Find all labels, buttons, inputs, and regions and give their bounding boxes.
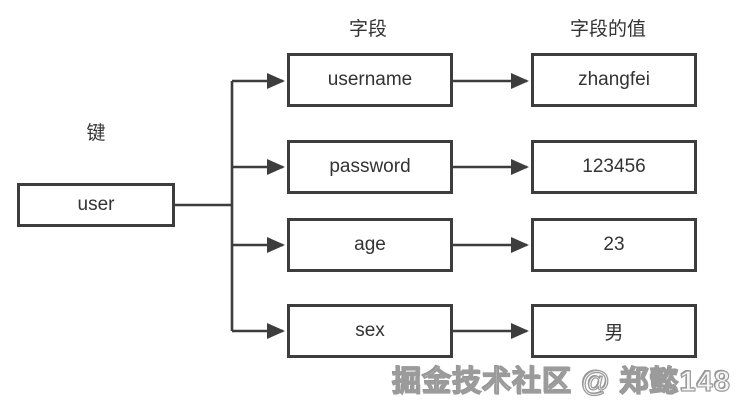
value-box-label: 23 [603, 234, 625, 255]
value-box-123456: 123456 [531, 140, 697, 194]
field-box-username: username [287, 53, 453, 107]
value-box-male: 男 [531, 304, 697, 358]
value-box-label: 男 [604, 322, 624, 344]
field-box-label: username [327, 69, 413, 90]
field-box-age: age [287, 218, 453, 272]
value-box-zhangfei: zhangfei [531, 53, 697, 107]
value-box-23: 23 [531, 218, 697, 272]
value-box-label: zhangfei [578, 69, 650, 90]
value-column-header: 字段的值 [569, 19, 646, 40]
field-box-label: password [329, 156, 411, 177]
key-box-label: user [77, 194, 115, 215]
key-label: 键 [86, 123, 106, 144]
key-box: user [17, 183, 175, 227]
field-box-label: age [354, 234, 386, 255]
value-box-label: 123456 [582, 156, 646, 177]
field-box-label: sex [355, 320, 385, 341]
field-box-sex: sex [287, 304, 453, 358]
field-column-header: 字段 [348, 19, 387, 40]
field-box-password: password [287, 140, 453, 194]
watermark: 掘金技术社区 @ 郑懿148 [392, 365, 731, 398]
